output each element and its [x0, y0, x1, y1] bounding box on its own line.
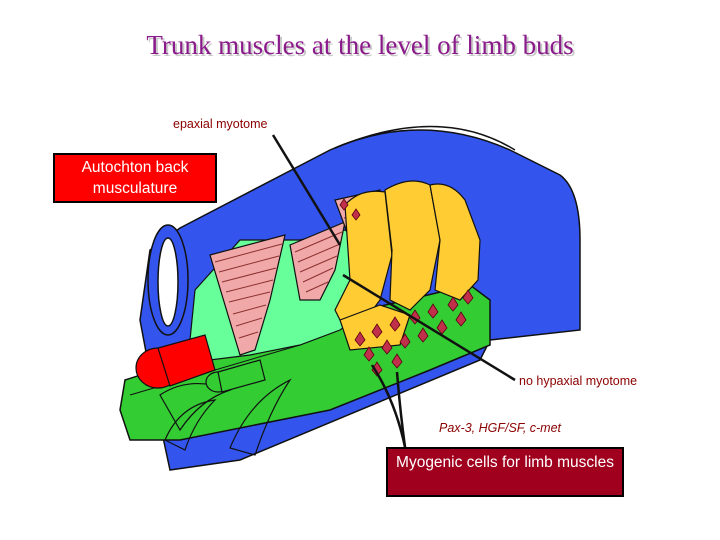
marker-genes-label: Pax-3, HGF/SF, c-met [439, 421, 562, 435]
page-title: Trunk muscles at the level of limb buds [146, 30, 574, 60]
hypaxial-myotome-label: no hypaxial myotome [519, 374, 638, 388]
migrating-myogenic-cells [339, 198, 474, 377]
epaxial-myotome-label: epaxial myotome [173, 117, 268, 131]
back-musculature-box: Autochton back musculature [53, 153, 217, 203]
notochord [135, 334, 266, 393]
myogenic-cells-box: Myogenic cells for limb muscles [386, 447, 624, 497]
pointer-lines [271, 134, 516, 448]
